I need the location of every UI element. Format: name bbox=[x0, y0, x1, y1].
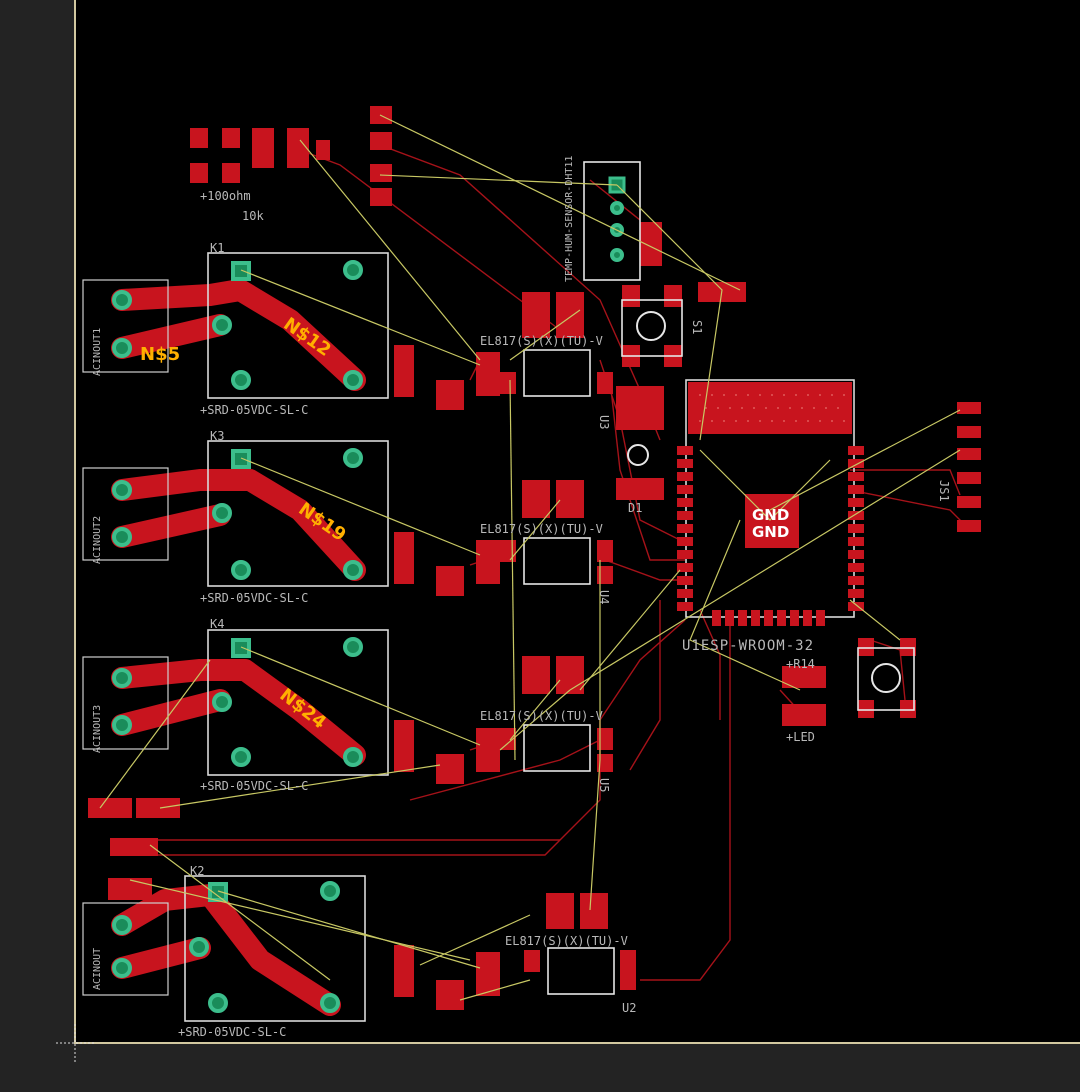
net-label-n5: N$5 bbox=[140, 344, 180, 365]
relay-k4-value: +SRD-05VDC-SL-C bbox=[200, 779, 308, 793]
r14-label: +R14 bbox=[786, 657, 815, 671]
ac-connector-1-label: ACINOUT1 bbox=[92, 328, 103, 376]
relay-k3-value: +SRD-05VDC-SL-C bbox=[200, 591, 308, 605]
relay-k2-ref: K2 bbox=[190, 864, 204, 878]
js1-label: JS1 bbox=[937, 480, 951, 502]
opto-2-ref: U4 bbox=[597, 590, 611, 604]
workspace-left-margin bbox=[0, 0, 74, 1044]
ac-connector-4-label: ACINOUT bbox=[92, 948, 103, 990]
relay-k4-outline bbox=[207, 629, 389, 776]
esp-right-pads bbox=[848, 446, 864, 611]
esp-antenna-keepout bbox=[688, 382, 852, 434]
opto-4-ref: U2 bbox=[622, 1001, 636, 1015]
relay-k4-ref: K4 bbox=[210, 617, 224, 631]
relay-k2-outline bbox=[184, 875, 366, 1022]
ac-connector-3-label: ACINOUT3 bbox=[92, 705, 103, 753]
esp-bottom-pads bbox=[712, 610, 825, 626]
esp-gnd-pad bbox=[745, 494, 799, 548]
dht-sensor-label: TEMP-HUM-SENSOR-DHT11 bbox=[564, 156, 575, 282]
esp-gnd-label: GND bbox=[752, 506, 789, 524]
opto-3-ref: U5 bbox=[597, 778, 611, 792]
relay-k1-value: +SRD-05VDC-SL-C bbox=[200, 403, 308, 417]
relay-k1-ref: K1 bbox=[210, 241, 224, 255]
esp-ref: U1ESP-WROOM-32 bbox=[682, 638, 814, 654]
opto-1-part: EL817(S)(X)(TU)-V bbox=[480, 334, 603, 348]
relay-k2-value: +SRD-05VDC-SL-C bbox=[178, 1025, 286, 1039]
esp-module[interactable] bbox=[677, 379, 864, 626]
d1-label: D1 bbox=[628, 501, 642, 515]
relay-outlines bbox=[184, 252, 389, 1022]
relay-vias[interactable] bbox=[112, 176, 626, 1013]
resistor-10k-label: 10k bbox=[242, 209, 264, 223]
opto-1-ref: U3 bbox=[597, 415, 611, 429]
opto-2-part: EL817(S)(X)(TU)-V bbox=[480, 522, 603, 536]
esp-antenna-dots bbox=[699, 394, 845, 422]
relay-k1-outline bbox=[207, 252, 389, 399]
esp-gnd-label-2: GND bbox=[752, 523, 789, 541]
resistor-100ohm-label: +100ohm bbox=[200, 189, 251, 203]
ac-connector-2-label: ACINOUT2 bbox=[92, 516, 103, 564]
led-label: +LED bbox=[786, 730, 815, 744]
s1-label: S1 bbox=[690, 320, 704, 334]
relay-k3-outline bbox=[207, 440, 389, 587]
optocoupler-outlines bbox=[523, 161, 915, 995]
relay-k3-ref: K3 bbox=[210, 429, 224, 443]
airwires bbox=[99, 114, 961, 1001]
button-circles bbox=[627, 311, 901, 693]
esp-left-pads bbox=[677, 446, 693, 611]
opto-3-part: EL817(S)(X)(TU)-V bbox=[480, 709, 603, 723]
opto-4-part: EL817(S)(X)(TU)-V bbox=[505, 934, 628, 948]
board-area[interactable] bbox=[74, 0, 1080, 1044]
workspace-bottom-margin bbox=[0, 1044, 1080, 1092]
ac-connector-outlines bbox=[82, 279, 169, 996]
